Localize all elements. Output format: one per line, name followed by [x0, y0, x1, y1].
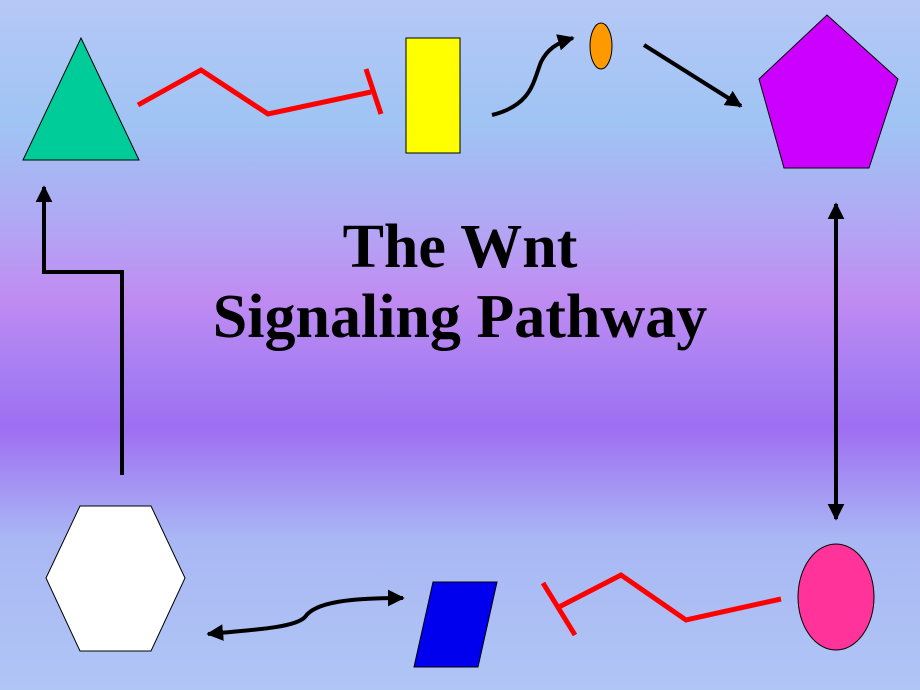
purple-pentagon	[758, 14, 899, 169]
title-line-2: Signaling Pathway	[212, 283, 708, 351]
inhibition-bar-bottom	[540, 581, 578, 637]
green-triangle	[22, 36, 140, 161]
arrow-oval-to-pentagon	[642, 43, 743, 108]
slide-title: The Wnt Signaling Pathway	[0, 212, 920, 352]
title-line-1: The Wnt	[342, 213, 578, 281]
orange-oval	[589, 22, 613, 70]
white-hexagon	[45, 505, 186, 652]
elbow-arrow-left	[35, 185, 124, 475]
blue-parallelogram	[413, 581, 498, 668]
yellow-rectangle	[405, 37, 461, 154]
inhibition-line-top	[136, 67, 372, 117]
curved-arrow-top	[491, 34, 575, 117]
inhibition-line-bottom	[555, 572, 782, 623]
curved-double-arrow-bottom	[206, 589, 405, 641]
inhibition-bar-top	[363, 68, 384, 115]
pink-circle	[797, 543, 875, 651]
